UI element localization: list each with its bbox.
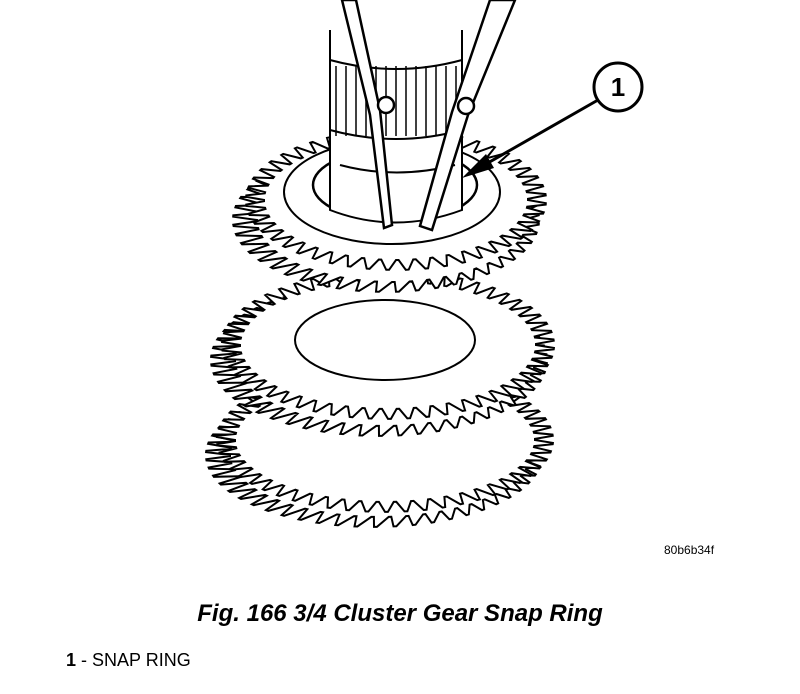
gear-drawing-svg: 1 — [204, 0, 644, 528]
legend-label: - SNAP RING — [81, 650, 191, 670]
cluster-gear-illustration: 1 — [204, 0, 644, 528]
figure-code: 80b6b34f — [664, 543, 715, 557]
legend-number: 1 — [66, 650, 77, 670]
legend-item: 1 - SNAP RING — [66, 650, 191, 671]
callout-leader — [462, 98, 599, 178]
callout-circle-icon — [592, 61, 644, 113]
snap-ring-pliers — [340, 0, 517, 232]
callout-number: 1 — [611, 72, 625, 102]
gear-middle-front — [220, 270, 556, 420]
hub-ring-lower — [294, 299, 476, 381]
figure-caption: Fig. 166 3/4 Cluster Gear Snap Ring — [197, 600, 603, 627]
